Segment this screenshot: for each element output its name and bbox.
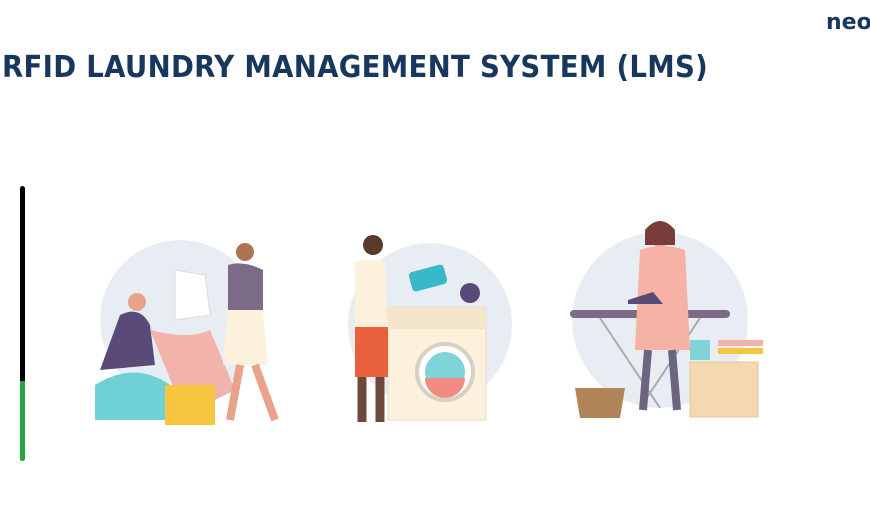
sorting-laundry-illustration: [95, 240, 279, 425]
page-title: RFID LAUNDRY MANAGEMENT SYSTEM (LMS): [2, 50, 708, 85]
slide-progress-bar: [20, 186, 25, 461]
laundry-illustrations: [95, 221, 763, 425]
progress-fill: [20, 381, 25, 461]
ironing-illustration: [570, 221, 763, 418]
brand-logo: neo: [826, 10, 870, 35]
washing-machine-illustration: [348, 235, 512, 422]
